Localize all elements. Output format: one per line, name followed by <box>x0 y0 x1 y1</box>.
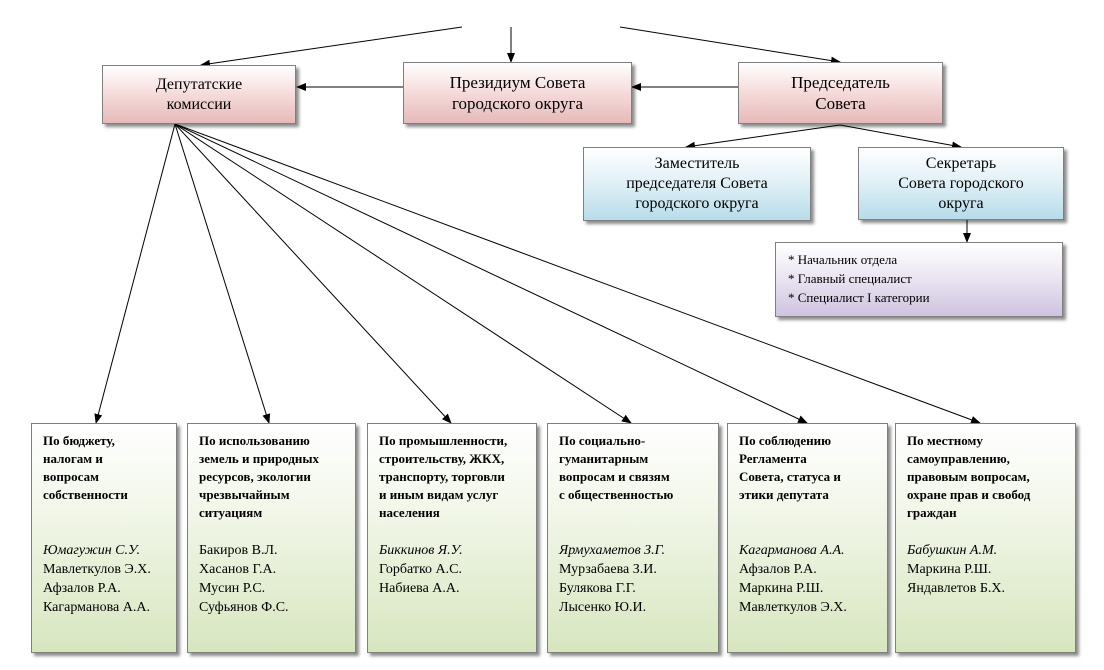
secretary-box: Секретарь Совета городского округа <box>858 147 1064 220</box>
commission-title: По соблюдению Регламента Совета, статуса… <box>739 433 841 502</box>
commission-member: Яндавлетов Б.Х. <box>907 581 1005 596</box>
commission-member: Афзалов Р.А. <box>739 562 817 577</box>
arrow-top-to-chairman <box>619 26 841 65</box>
commission-self-government: По местному самоуправлению, правовым воп… <box>895 423 1076 653</box>
commission-member: Набиева А.А. <box>379 581 460 596</box>
commission-member: Маркина Р.Ш. <box>739 581 824 596</box>
commission-budget: По бюджету, налогам и вопросам собственн… <box>31 423 177 653</box>
commission-industry: По промышленности, строительству, ЖКХ, т… <box>367 423 537 653</box>
commission-member: Афзалов Р.А. <box>43 581 121 596</box>
commission-regulations: По соблюдению Регламента Совета, статуса… <box>727 423 888 653</box>
arrow-chairman-to-deputy <box>685 124 841 150</box>
deputy-chairman-box: Заместитель председателя Совета городско… <box>583 147 811 221</box>
commission-member: Лысенко Ю.И. <box>559 600 647 615</box>
staff-box: * Начальник отдела * Главный специалист … <box>775 242 1063 317</box>
arrow-to-commission-6 <box>174 123 981 424</box>
arrow-top-to-commissions <box>200 26 463 68</box>
commission-title: По местному самоуправлению, правовым воп… <box>907 433 1031 520</box>
presidium-label: Президиум Совета городского округа <box>449 73 586 113</box>
arrow-chairman-to-secretary <box>839 124 962 150</box>
commission-member: Мавлеткулов Э.Х. <box>739 600 847 615</box>
commission-title: По бюджету, налогам и вопросам собственн… <box>43 433 128 502</box>
commission-chair: Бабушкин А.М. <box>907 543 998 558</box>
commission-member: Маркина Р.Ш. <box>907 562 992 577</box>
arrow-to-commission-1 <box>94 123 176 424</box>
commission-member: Кагарманова А.А. <box>43 600 150 615</box>
deputy-chairman-label: Заместитель председателя Совета городско… <box>626 155 768 212</box>
commission-member: Мавлеткулов Э.Х. <box>43 562 151 577</box>
commission-chair: Кагарманова А.А. <box>739 543 845 558</box>
commission-member: Хасанов Г.А. <box>199 562 277 577</box>
arrow-to-commission-5 <box>174 123 808 424</box>
commission-member: Мусин Р.С. <box>199 581 266 596</box>
deputy-commissions-box: Депутатские комиссии <box>102 65 296 124</box>
commission-land-ecology: По использованию земель и природных ресу… <box>187 423 356 653</box>
chairman-label: Председатель Совета <box>791 73 890 113</box>
commission-chair: Ярмухаметов З.Г. <box>559 543 665 558</box>
staff-item: * Специалист I категории <box>788 290 930 305</box>
presidium-box: Президиум Совета городского округа <box>403 62 632 124</box>
commission-member: Булякова Г.Г. <box>559 581 636 596</box>
secretary-label: Секретарь Совета городского округа <box>898 154 1024 212</box>
arrow-to-commission-2 <box>174 123 271 424</box>
commission-member: Мурзабаева З.И. <box>559 562 657 577</box>
chairman-box: Председатель Совета <box>738 62 943 124</box>
commission-title: По промышленности, строительству, ЖКХ, т… <box>379 433 508 520</box>
staff-item: * Начальник отдела <box>788 252 898 267</box>
commission-title: По социально- гуманитарным вопросам и св… <box>559 433 674 502</box>
arrow-to-commission-3 <box>174 123 452 424</box>
deputy-commissions-label: Депутатские комиссии <box>155 75 243 113</box>
commission-chair: Юмагужин С.У. <box>43 543 141 558</box>
commission-member: Суфьянов Ф.С. <box>199 600 289 615</box>
arrow-to-commission-4 <box>174 123 632 424</box>
commission-member: Горбатко А.С. <box>379 562 462 577</box>
commission-chair: Биккинов Я.У. <box>379 543 463 558</box>
commission-title: По использованию земель и природных ресу… <box>199 433 320 520</box>
commission-social: По социально- гуманитарным вопросам и св… <box>547 423 719 653</box>
commission-member: Бакиров В.Л. <box>199 543 278 558</box>
staff-item: * Главный специалист <box>788 271 912 286</box>
